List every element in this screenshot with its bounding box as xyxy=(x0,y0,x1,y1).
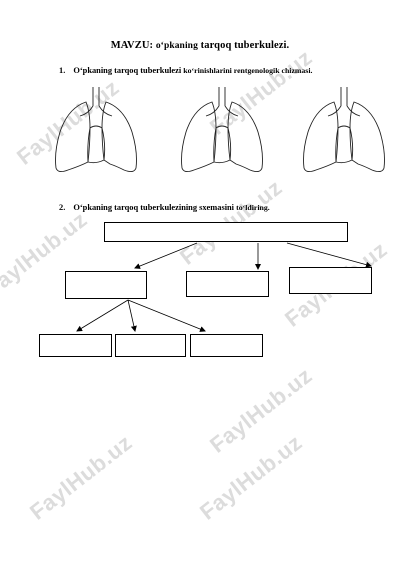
question-text-b: tarqoq tuberkulezining sxemasini xyxy=(114,203,235,212)
scheme-box-top[interactable] xyxy=(104,222,348,242)
question-text-a: O‘pkaning xyxy=(73,66,113,75)
question-text-b: tarqoq tuberkulezi xyxy=(114,66,182,75)
page-title: MAVZU: o‘pkaning tarqoq tuberkulezi. xyxy=(0,40,400,51)
arrow-icon xyxy=(286,242,372,268)
question-text-a: O‘pkaning xyxy=(73,203,113,212)
lungs-outline-icon xyxy=(303,87,385,173)
question-number: 1. xyxy=(59,66,66,75)
question-text-c: ko‘rinishlarini rentgenologik chizmasi. xyxy=(183,66,313,75)
question-text-c: to‘ldiring. xyxy=(236,203,270,212)
question-number: 2. xyxy=(59,203,66,212)
title-topic-a: o‘pkaning xyxy=(155,41,198,51)
title-topic-b: tarqoq tuberkulezi. xyxy=(200,40,290,51)
scheme-box-level3-left[interactable] xyxy=(39,334,112,357)
scheme-box-level2-left[interactable] xyxy=(65,271,147,299)
arrow-icon xyxy=(127,299,137,332)
arrow-icon xyxy=(127,299,206,332)
title-prefix: MAVZU: xyxy=(110,40,154,51)
arrow-icon xyxy=(76,299,129,332)
lungs-outline-icon xyxy=(181,87,263,173)
arrow-icon xyxy=(134,242,198,269)
scheme-box-level2-right[interactable] xyxy=(289,267,372,294)
scheme-box-level3-middle[interactable] xyxy=(115,334,186,357)
scheme-box-level3-right[interactable] xyxy=(190,334,263,357)
question-1: 1. O‘pkaning tarqoq tuberkulezi ko‘rinis… xyxy=(59,66,312,75)
scheme-box-level2-middle[interactable] xyxy=(186,271,269,297)
question-2: 2. O‘pkaning tarqoq tuberkulezining sxem… xyxy=(59,203,270,212)
lungs-outline-icon xyxy=(55,87,137,173)
